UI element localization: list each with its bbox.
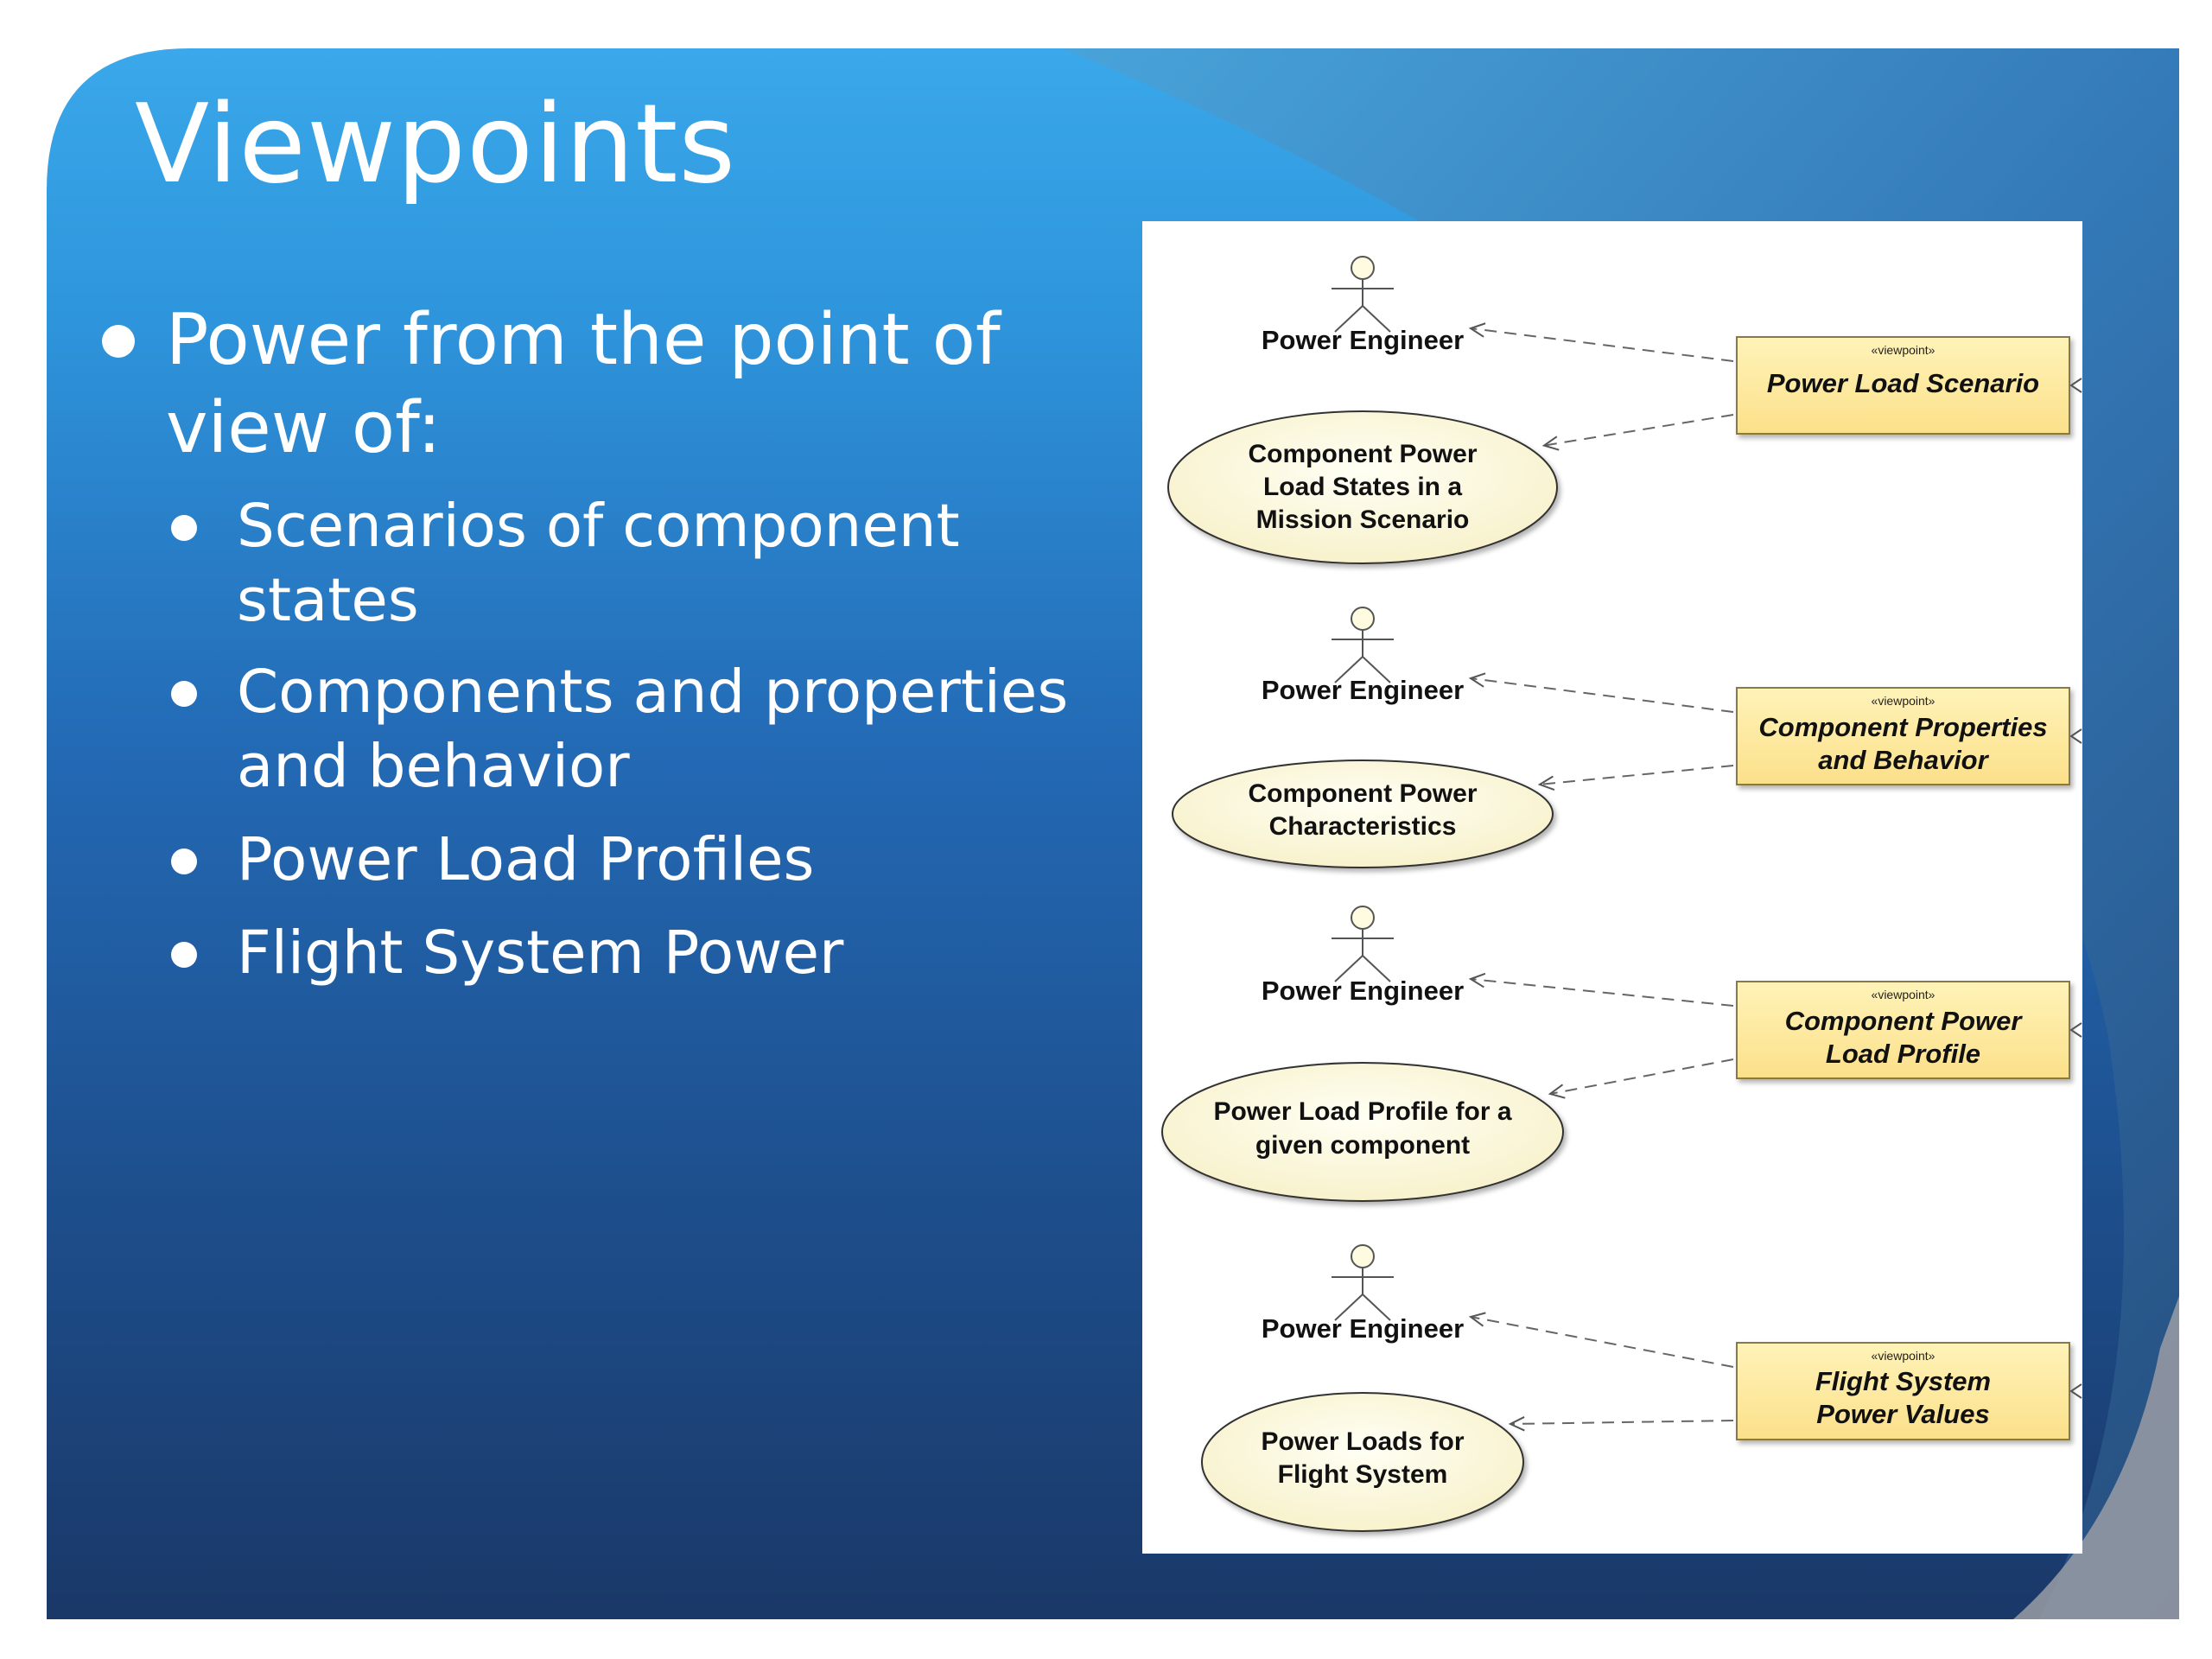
dependency-line	[1470, 677, 1734, 713]
slide-corner-shade	[2013, 1296, 2179, 1619]
viewpoint-name: Component Properties	[1758, 712, 2047, 742]
actor-icon	[1332, 256, 1394, 333]
actor-label: Power Engineer	[1262, 675, 1464, 705]
offscreen-arrowhead	[2069, 1022, 2082, 1038]
viewpoint-name: and Behavior	[1818, 745, 1989, 775]
viewpoint-box	[1736, 1342, 2070, 1440]
use-case-ellipse	[1161, 1062, 1564, 1202]
use-case-ellipse	[1167, 410, 1558, 564]
dependency-arrowhead	[1541, 435, 1560, 451]
dependency-line	[1470, 978, 1734, 1007]
sub-bullet-line: Components and properties	[237, 658, 1069, 727]
sub-bullet-line: Flight System Power	[237, 918, 844, 988]
sub-bullet-dot	[171, 849, 197, 874]
use-case-label: Load States in a	[1263, 473, 1462, 501]
viewpoint-stereotype: «viewpoint»	[1872, 694, 1936, 708]
offscreen-arrowhead	[2069, 1383, 2082, 1399]
viewpoint-box	[1736, 981, 2070, 1079]
bullet-dot	[102, 325, 135, 358]
use-case-label: Power Load Profile for a	[1213, 1097, 1511, 1126]
viewpoint-box	[1736, 336, 2070, 435]
viewpoint-box	[1736, 687, 2070, 785]
actor-icon	[1332, 906, 1394, 982]
dependency-line	[1510, 1420, 1734, 1425]
viewpoint-name: Power Load Scenario	[1767, 368, 2039, 398]
dependency-arrowhead	[1468, 322, 1486, 338]
actor-label: Power Engineer	[1262, 976, 1464, 1006]
offscreen-arrowhead	[2069, 728, 2082, 744]
sub-bullet-dot	[171, 515, 197, 541]
dependency-arrowhead	[1468, 672, 1486, 688]
sub-bullet-line: Power Load Profiles	[237, 825, 815, 894]
actor-icon	[1332, 607, 1394, 683]
dependency-line	[1470, 327, 1734, 362]
use-case-ellipse	[1172, 760, 1554, 868]
sub-bullet-line: and behavior	[237, 732, 630, 801]
viewpoint-stereotype: «viewpoint»	[1872, 1349, 1936, 1363]
dependency-arrowhead	[1548, 1084, 1566, 1099]
main-bullet-line: view of:	[166, 387, 442, 469]
sub-bullet-line: Scenarios of component	[237, 492, 960, 561]
sub-bullet-line: states	[237, 566, 419, 635]
dependency-line	[1549, 1058, 1734, 1095]
main-bullet-line: Power from the point of	[166, 299, 1001, 381]
use-case-label: Power Loads for	[1261, 1427, 1464, 1456]
viewpoint-name: Load Profile	[1826, 1039, 1980, 1069]
sub-bullet-dot	[171, 681, 197, 707]
viewpoint-stereotype: «viewpoint»	[1872, 988, 1936, 1001]
viewpoint-name: Flight System	[1815, 1366, 1991, 1396]
dependency-line	[1543, 414, 1734, 447]
use-case-label: Mission Scenario	[1256, 505, 1470, 534]
dependency-arrowhead	[1508, 1416, 1525, 1432]
sub-bullet-dot	[171, 942, 197, 968]
bullet-list: Power from the point of view of: Scenari…	[0, 0, 1123, 1037]
viewpoint-name: Component Power	[1785, 1006, 2024, 1036]
offscreen-arrowhead	[2069, 378, 2082, 393]
use-case-ellipse	[1201, 1392, 1524, 1532]
use-case-label: Component Power	[1248, 440, 1477, 468]
actor-icon	[1332, 1244, 1394, 1321]
actor-label: Power Engineer	[1262, 325, 1464, 355]
actor-label: Power Engineer	[1262, 1313, 1464, 1344]
dependency-line	[1470, 1316, 1734, 1368]
use-case-label: Characteristics	[1269, 812, 1457, 841]
viewpoint-name: Power Values	[1816, 1399, 1989, 1429]
use-case-label: Flight System	[1278, 1460, 1448, 1489]
dependency-line	[1539, 765, 1734, 785]
use-case-label: given component	[1255, 1131, 1470, 1160]
dependency-arrowhead	[1537, 775, 1555, 791]
viewpoint-stereotype: «viewpoint»	[1872, 343, 1936, 357]
dependency-arrowhead	[1468, 972, 1486, 988]
dependency-arrowhead	[1468, 1312, 1486, 1327]
use-case-label: Component Power	[1248, 779, 1477, 808]
slide-title: Viewpoints	[135, 80, 736, 207]
